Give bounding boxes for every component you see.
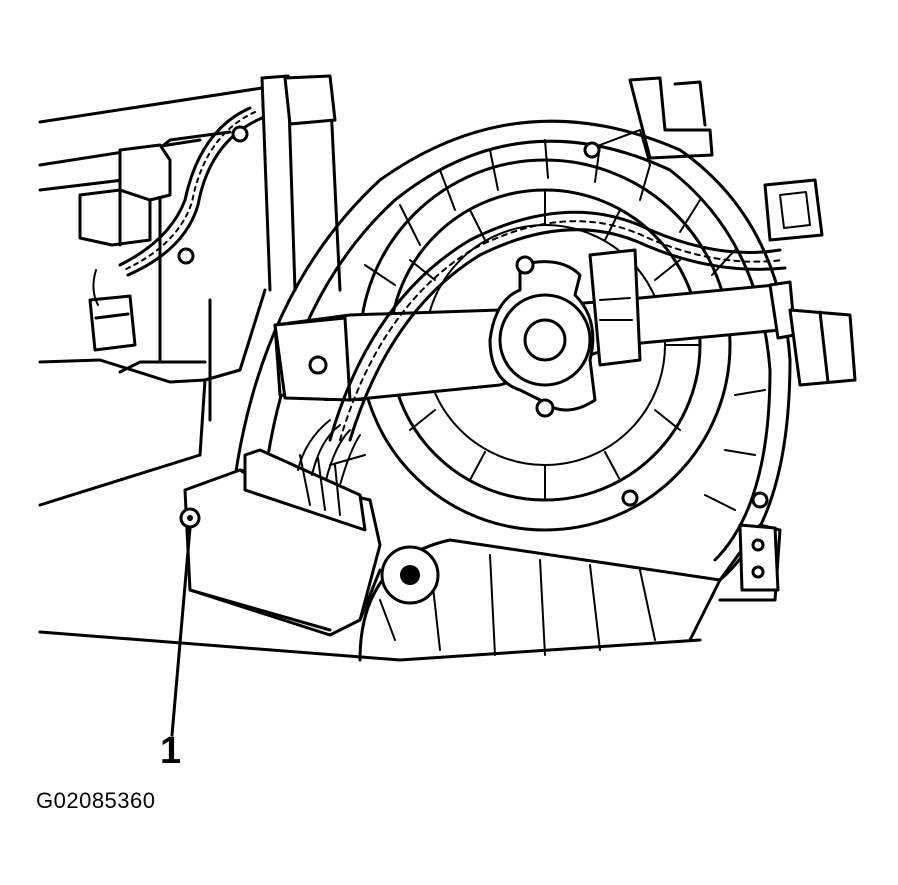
left-connector-lower — [88, 269, 137, 352]
left-connector-upper — [78, 143, 172, 247]
mounting-bracket — [177, 74, 342, 292]
motor-connector — [588, 248, 642, 367]
right-connector-lower — [788, 308, 857, 387]
callout-leader-line — [170, 526, 192, 737]
blower-housing — [228, 119, 792, 662]
figure-id: G02085360 — [36, 788, 156, 813]
housing-mount-tab — [738, 523, 780, 592]
resistor-wires — [297, 419, 361, 486]
right-connector-upper — [763, 178, 824, 242]
blower-motor — [488, 255, 597, 418]
motor-wire-harness — [328, 210, 787, 442]
housing-ribs — [324, 129, 769, 656]
callout-number: 1 — [160, 730, 182, 772]
housing-drain-boss — [358, 545, 440, 622]
resistor-screw — [179, 507, 201, 529]
blower-motor-resistor — [183, 448, 382, 637]
